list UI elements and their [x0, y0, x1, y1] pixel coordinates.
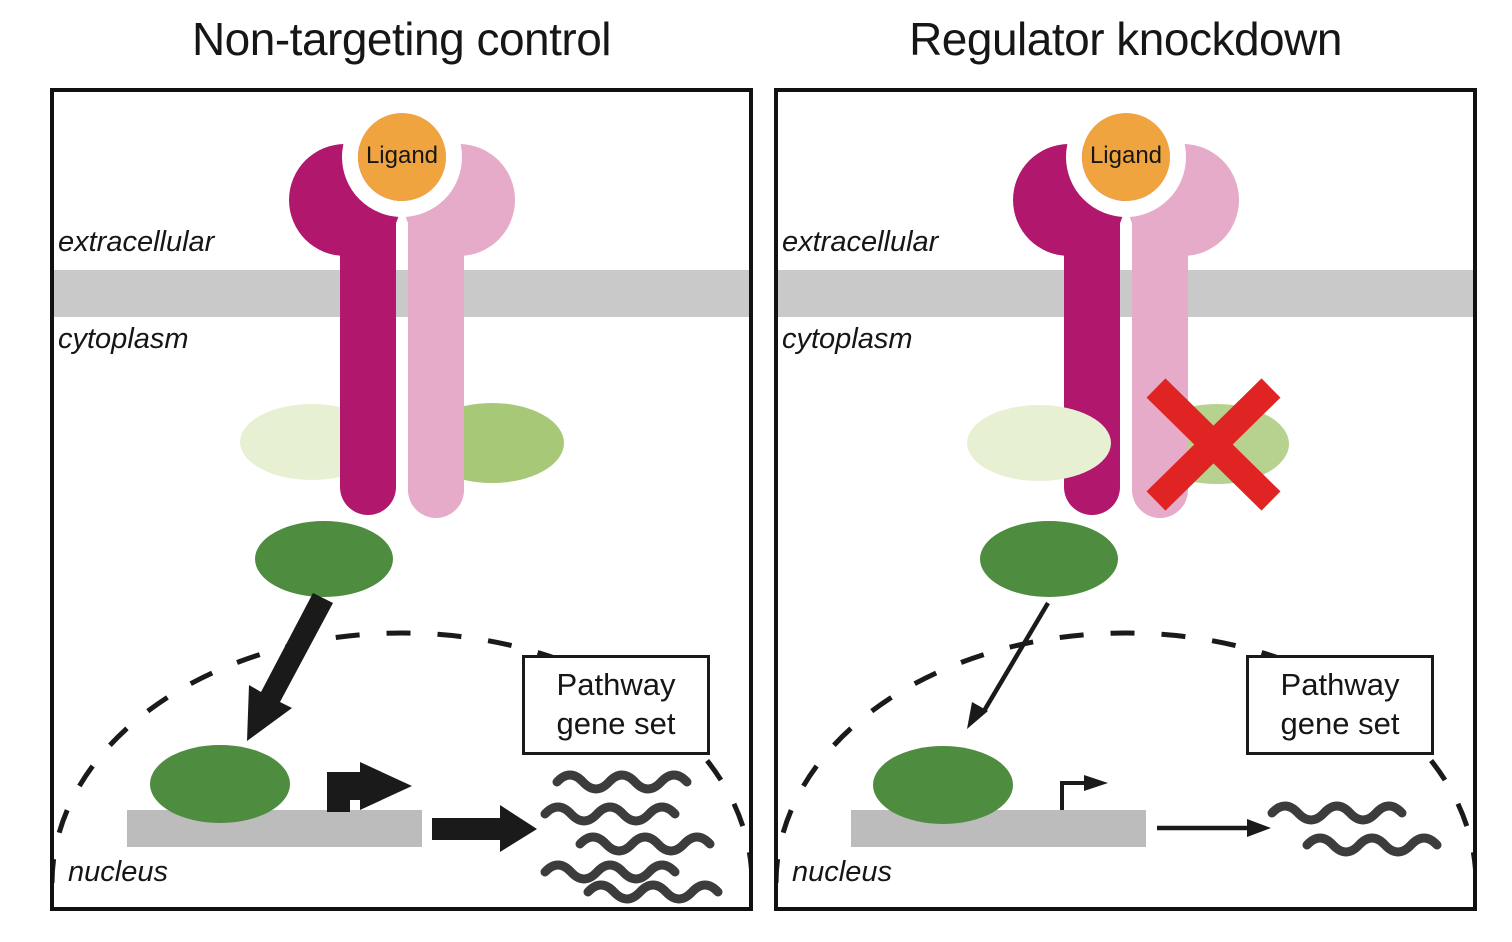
pathway-gene-set-line1: Pathway [556, 667, 676, 703]
tf-ellipse-bound [150, 745, 290, 823]
transcripts-control [540, 770, 723, 904]
ligand-label: Ligand [365, 142, 439, 169]
ligand-pocket-ring [342, 97, 462, 217]
receptor-chain-b [1127, 144, 1239, 518]
transcript-wave [540, 802, 680, 826]
ligand-circle [1082, 113, 1170, 201]
adaptor-ellipse-pale [967, 405, 1111, 481]
extracellular-label: extracellular [58, 226, 215, 258]
tf-ellipse-upper [980, 521, 1118, 597]
transcription-output-arrow [432, 805, 537, 852]
cytoplasm-label: cytoplasm [782, 323, 913, 355]
tf-ellipse-bound [873, 746, 1013, 824]
transcript-wave [540, 860, 680, 884]
tf-ellipse-upper [255, 521, 393, 597]
transcript-wave [575, 832, 715, 856]
transcription-output-arrow [1157, 819, 1271, 837]
transcription-start-arrow [327, 762, 412, 812]
pathway-gene-set-box: Pathway gene set [522, 655, 710, 755]
pathway-gene-set-line2: gene set [1280, 706, 1400, 741]
transcript-wave [583, 880, 723, 904]
signal-arrow-thin [967, 601, 1050, 729]
pathway-gene-set-line1: Pathway [1280, 667, 1400, 703]
ligand-pocket-ring [1066, 97, 1186, 217]
transcript-wave [1302, 833, 1442, 857]
nucleus-label: nucleus [68, 856, 168, 888]
nucleus-envelope [54, 630, 749, 884]
panel-title-control: Non-targeting control [191, 13, 612, 65]
extracellular-label: extracellular [782, 226, 939, 258]
cytoplasm-label: cytoplasm [58, 323, 189, 355]
nucleus-label: nucleus [792, 856, 892, 888]
panel-control: extracellular cytoplasm nucleus Ligand P… [50, 88, 753, 911]
panel-control-drawing [54, 97, 749, 904]
gene-dna-bar [127, 810, 422, 847]
membrane-band [778, 270, 1473, 317]
ligand-circle [358, 113, 446, 201]
pathway-gene-set-box: Pathway gene set [1246, 655, 1434, 755]
membrane-band [54, 270, 749, 317]
knockdown-x-icon [1146, 378, 1281, 511]
gene-dna-bar [851, 810, 1146, 847]
transcription-start-arrow [1060, 775, 1108, 810]
panel-title-knockdown: Regulator knockdown [909, 13, 1342, 65]
transcript-wave [1267, 801, 1407, 825]
ligand-label: Ligand [1089, 142, 1163, 169]
nucleus-envelope [778, 630, 1473, 884]
transcript-wave [552, 770, 692, 794]
panel-knockdown-drawing [778, 97, 1473, 884]
panel-knockdown: extracellular cytoplasm nucleus Ligand P… [774, 88, 1477, 911]
pathway-gene-set-line2: gene set [556, 706, 676, 741]
transcripts-knockdown [1267, 801, 1442, 857]
signal-arrow-thick [247, 593, 333, 741]
